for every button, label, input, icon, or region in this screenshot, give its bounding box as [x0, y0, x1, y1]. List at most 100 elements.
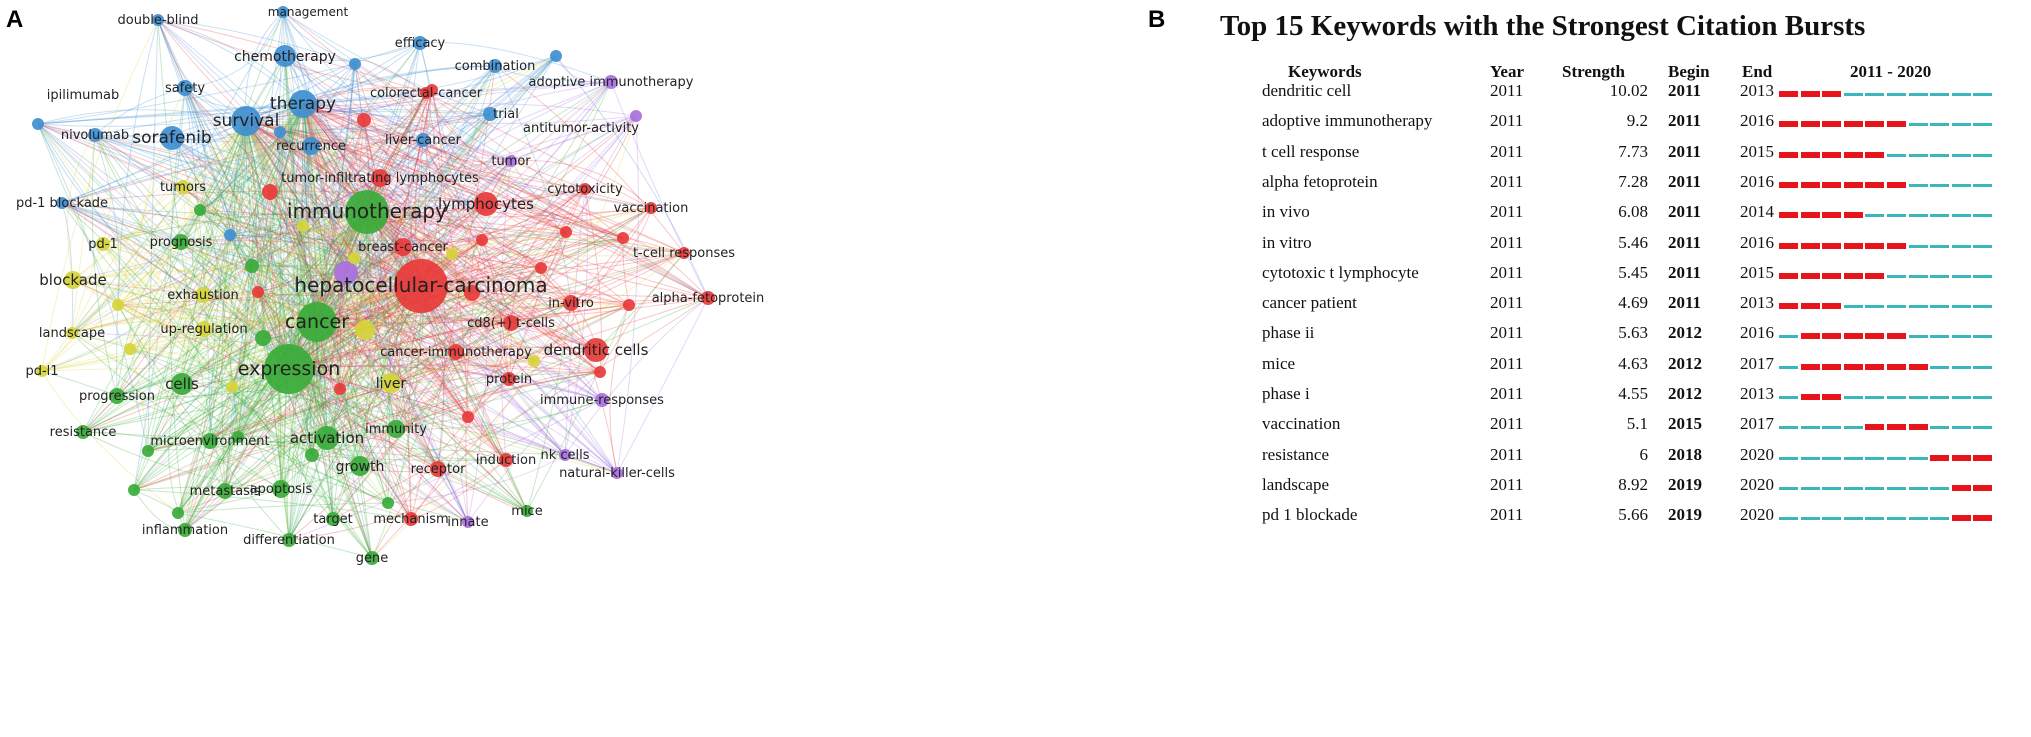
- network-edge: [599, 252, 685, 373]
- network-edge: [616, 115, 639, 474]
- node-label: metastasis: [190, 484, 261, 499]
- burst-year-segment: [1822, 91, 1842, 97]
- network-edge: [184, 207, 652, 531]
- network-edge: [94, 134, 368, 213]
- network-edge: [245, 120, 355, 259]
- burst-timeline: [1779, 181, 1995, 188]
- network-edge: [157, 19, 290, 370]
- end-cell: 2017: [1740, 414, 1774, 434]
- network-edge: [184, 87, 304, 110]
- network-edge: [82, 65, 496, 433]
- network-edge: [129, 348, 149, 452]
- network-edge: [245, 120, 457, 353]
- network-edge: [133, 11, 284, 491]
- network-edge: [420, 252, 685, 287]
- timeline-year-segment: [1908, 123, 1928, 127]
- network-edge: [366, 113, 491, 213]
- burst-year-segment: [1800, 303, 1820, 310]
- network-edge: [116, 211, 368, 397]
- burst-year-segment: [1865, 181, 1885, 188]
- timeline-year-segment: [1951, 244, 1971, 248]
- network-edge: [302, 103, 618, 474]
- network-edge: [177, 382, 392, 514]
- network-edge: [316, 252, 685, 323]
- network-edge: [564, 188, 588, 456]
- network-edge: [395, 399, 603, 430]
- node-label: apoptosis: [250, 482, 313, 497]
- network-edge: [510, 188, 586, 324]
- burst-year-segment: [1887, 333, 1906, 340]
- network-edge: [419, 41, 612, 83]
- network-edge: [420, 115, 637, 287]
- network-edge: [508, 188, 586, 380]
- node-label: induction: [476, 453, 536, 468]
- network-edge: [390, 304, 630, 384]
- begin-cell: 2011: [1668, 171, 1702, 191]
- network-edge: [245, 120, 453, 255]
- network-edge: [72, 103, 304, 281]
- network-edge: [147, 55, 557, 452]
- network-edge: [366, 211, 566, 456]
- begin-cell: 2012: [1668, 323, 1702, 343]
- network-edge: [245, 120, 366, 331]
- network-node: [315, 426, 339, 450]
- network-edge: [311, 454, 439, 472]
- network-edge: [157, 19, 304, 105]
- network-edge: [326, 203, 487, 439]
- network-node: [345, 190, 389, 234]
- network-node: [88, 128, 102, 142]
- network-node: [160, 126, 184, 150]
- network-edge: [302, 103, 318, 323]
- network-edge: [41, 211, 368, 372]
- node-label: vaccination: [614, 201, 689, 216]
- network-edge: [316, 113, 491, 323]
- network-edge: [365, 211, 397, 430]
- network-edge: [279, 55, 286, 490]
- timeline-year-segment: [1779, 456, 1798, 460]
- network-edge: [41, 19, 159, 372]
- timeline-year-segment: [1951, 274, 1971, 278]
- network-edge: [420, 285, 507, 461]
- timeline-year-segment: [1822, 517, 1842, 521]
- timeline-year-segment: [1779, 426, 1798, 430]
- network-node: [96, 237, 110, 251]
- network-edge: [237, 378, 510, 438]
- network-edge: [245, 120, 290, 370]
- network-edge: [245, 120, 685, 254]
- timeline-year-segment: [1800, 486, 1820, 490]
- panel-label-b: B: [1148, 6, 1166, 33]
- network-edge: [72, 120, 247, 281]
- network-edge: [71, 332, 603, 401]
- network-edge: [177, 399, 603, 514]
- timeline-year-segment: [1908, 244, 1928, 248]
- burst-year-segment: [1843, 212, 1863, 219]
- header-range: 2011 - 2020: [1850, 62, 1932, 81]
- network-edge: [366, 211, 390, 504]
- network-edge: [102, 120, 247, 245]
- network-edge: [262, 246, 404, 339]
- network-node: [535, 262, 547, 274]
- end-cell: 2013: [1740, 293, 1774, 313]
- burst-year-segment: [1887, 242, 1906, 249]
- network-edge: [71, 160, 512, 334]
- network-edge: [288, 188, 586, 541]
- network-edge: [402, 188, 586, 248]
- network-edge: [390, 322, 512, 384]
- network-edge: [425, 92, 624, 239]
- network-node: [195, 287, 211, 303]
- network-edge: [311, 119, 365, 456]
- year-cell: 2011: [1490, 232, 1524, 252]
- network-edge: [366, 188, 586, 214]
- network-edge: [622, 237, 709, 299]
- network-edge: [262, 55, 557, 339]
- network-edge: [288, 285, 422, 541]
- network-edge: [180, 241, 347, 277]
- network-edge: [287, 321, 318, 541]
- network-edge: [302, 103, 389, 504]
- network-edge: [129, 319, 318, 350]
- network-edge: [245, 120, 507, 461]
- network-edge: [245, 120, 313, 456]
- network-edge: [157, 19, 356, 65]
- network-node: [416, 133, 430, 147]
